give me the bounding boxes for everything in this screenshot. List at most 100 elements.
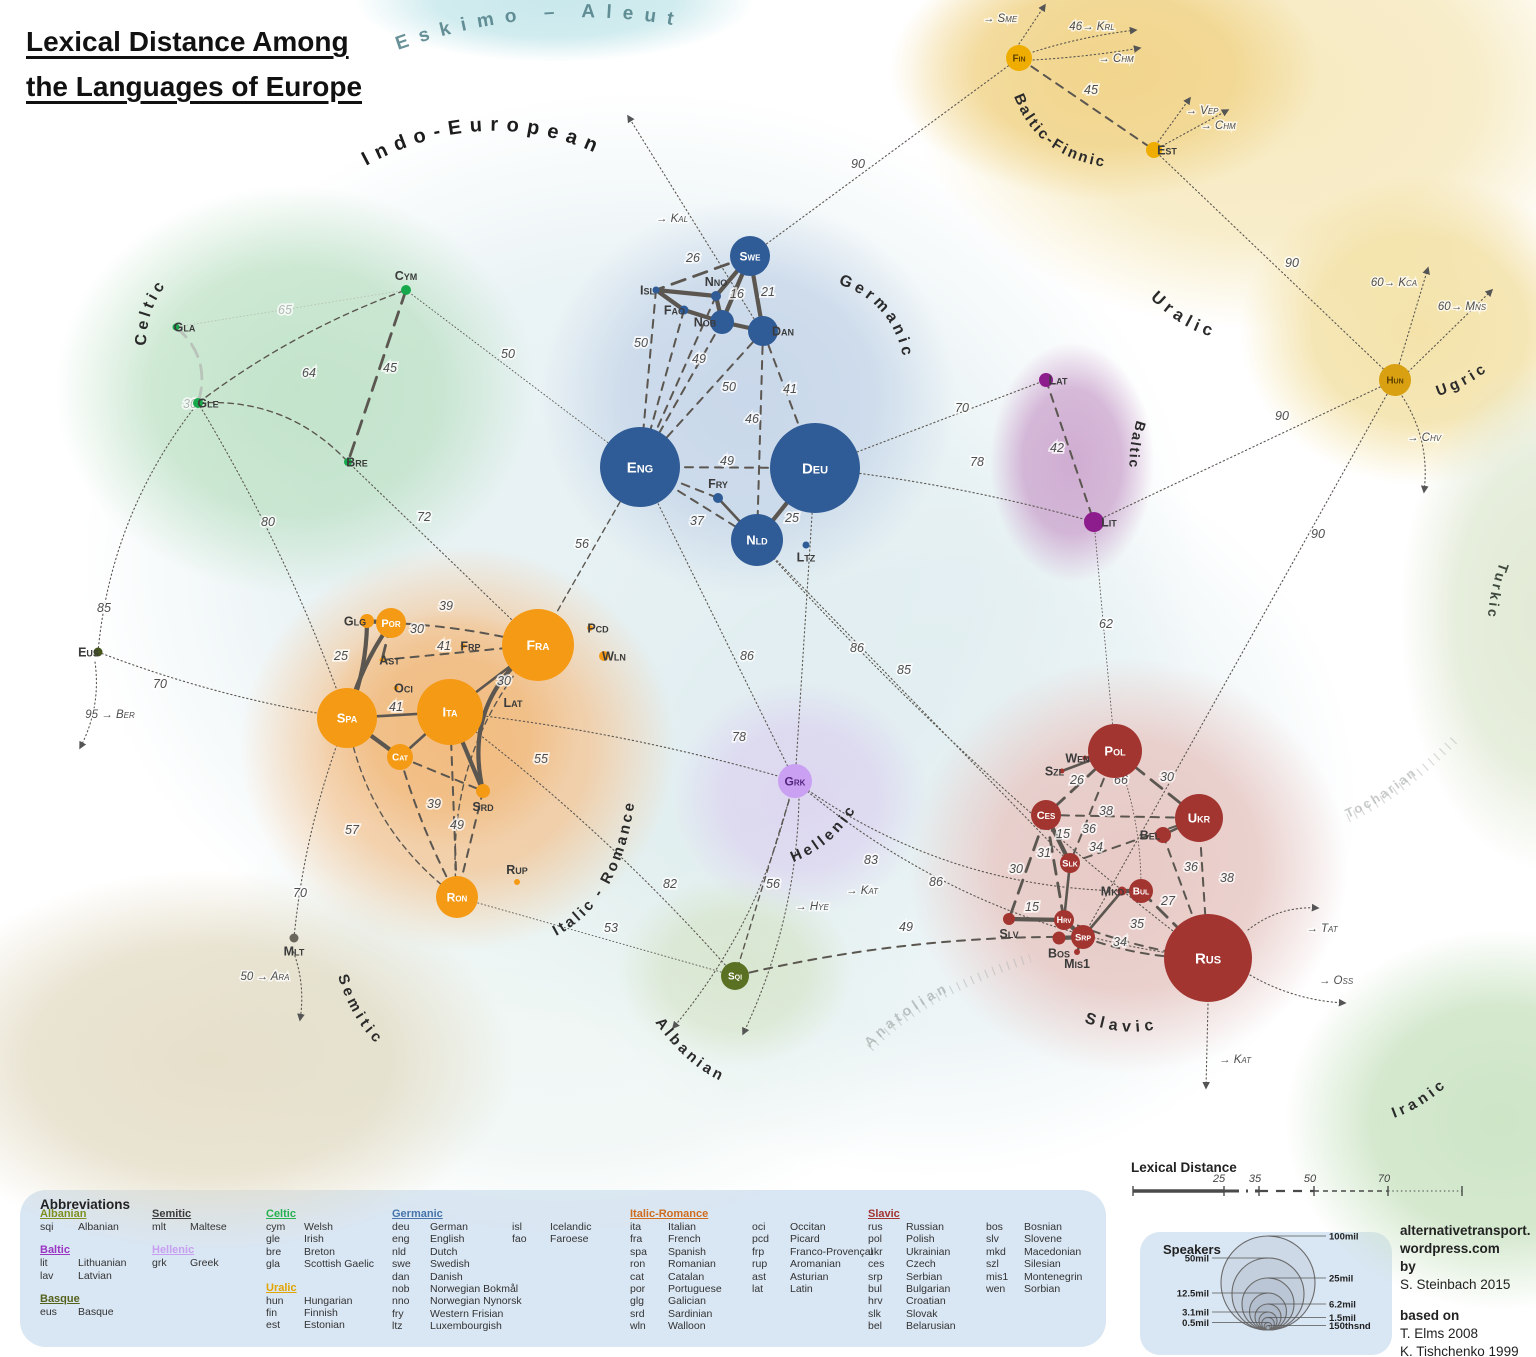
node-nno (711, 291, 721, 301)
distance-label-sqi-srp: 49 (899, 920, 913, 934)
node-label-ron: Ron (447, 890, 468, 904)
node-label-fin: Fin (1012, 54, 1025, 65)
edge-ita-sqi (449, 711, 736, 977)
edge-sqi-srp (734, 935, 1084, 977)
node-label-srd: Srd (472, 800, 494, 814)
abbrev-code: cym (266, 1221, 286, 1233)
offmap-arrow-label-0: → Kal (656, 213, 688, 225)
abbrev-code: ukr (868, 1245, 883, 1258)
node-deu (770, 423, 860, 513)
edge-est-hun (1153, 149, 1396, 381)
distance-label-eus-spa: 70 (153, 677, 167, 691)
node-slk (1060, 853, 1080, 873)
abbrev-code: fao (512, 1233, 527, 1246)
abbrev-code: srp (868, 1270, 883, 1283)
node-label-fao: Fao (664, 304, 685, 318)
abbrev-code: pcd (752, 1233, 769, 1246)
edge-isl-eng (639, 289, 657, 468)
abbrev-code: deu (392, 1221, 410, 1233)
edge-bel-ukr (1161, 816, 1201, 837)
distance-label-grk-bul: 83 (864, 853, 878, 867)
distance-label-pol-bul: 66 (1114, 773, 1128, 787)
edge-por-ast (380, 621, 393, 662)
abbrev-code: isl (512, 1221, 522, 1233)
node-spa (317, 688, 377, 748)
node-gla (172, 323, 180, 331)
node-frp (460, 643, 466, 649)
edge-cym-eng (405, 289, 641, 468)
edge-gla-cym (175, 289, 407, 328)
offmap-arrow-5 (1161, 109, 1230, 147)
abbrev-group-title: Basque (40, 1293, 80, 1306)
offmap-arrow-label-7: 60→ Mns (1438, 301, 1487, 313)
family-label-slavic: Slavic (1083, 1010, 1160, 1036)
edge-bel-rus (1162, 834, 1209, 959)
blob-baltic (990, 342, 1154, 582)
distance-label-fra-ast: 41 (437, 639, 451, 653)
abbrev-code: gle (266, 1233, 281, 1246)
node-isl (652, 286, 660, 294)
abbrev-code: rus (868, 1221, 883, 1233)
edge-pol-ukr (1113, 749, 1201, 820)
edge-nno-eng (639, 295, 717, 468)
node-ukr (1175, 794, 1223, 842)
edge-fra-ron (454, 644, 539, 898)
blob-albanian (617, 877, 853, 1067)
node-srp (1071, 925, 1095, 949)
distance-label-srp-rus: 34 (1113, 935, 1127, 949)
abbrev-name: Ukrainian (906, 1245, 951, 1258)
distance-label-nld-deu: 25 (784, 511, 799, 525)
abbrev-code: nob (392, 1282, 410, 1295)
offmap-arrow-4 (1157, 96, 1191, 143)
distance-label-cym-eng: 50 (501, 347, 515, 361)
abbrev-name: Lithuanian (78, 1257, 127, 1270)
family-label-baltic-finnic: Baltic-Finnic (1010, 91, 1108, 171)
node-label-mkd: Mkd (1101, 885, 1125, 899)
node-label-eng: Eng (627, 459, 654, 476)
distance-label-hrv-rus: 35 (1130, 917, 1144, 931)
family-label-anatolian: Anatolian (861, 979, 952, 1050)
node-fin (1006, 45, 1032, 71)
node-label-srp: Srp (1075, 932, 1091, 943)
edge-slk-ukr (1069, 817, 1200, 864)
node-label-gle: Gle (197, 397, 218, 411)
family-label-semitic: Semitic (334, 972, 388, 1049)
abbrev-group-title: Semitic (152, 1208, 192, 1220)
scale-tick-label-35: 35 (1249, 1173, 1262, 1185)
abbrev-code: bos (986, 1221, 1003, 1233)
offmap-arrow-10 (742, 798, 800, 1036)
abbrev-code: lat (752, 1282, 764, 1295)
blob-indo-european-2 (500, 420, 1360, 1180)
abbrev-name: Norwegian Nynorsk (430, 1295, 522, 1308)
edge-eng-deu (639, 466, 816, 469)
node-label-hun: Hun (1386, 376, 1403, 387)
edge-grk-sqi (734, 780, 796, 977)
edge-glg-por (364, 618, 394, 626)
attribution-line-7: K. Tishchenko 1999 (1400, 1344, 1519, 1357)
node-label-bul: Bul (1133, 887, 1150, 898)
distance-label-ces-slk: 15 (1056, 827, 1070, 841)
distance-label-ces-ukr: 38 (1099, 804, 1113, 818)
distance-label-fra-ron: 55 (534, 752, 548, 766)
